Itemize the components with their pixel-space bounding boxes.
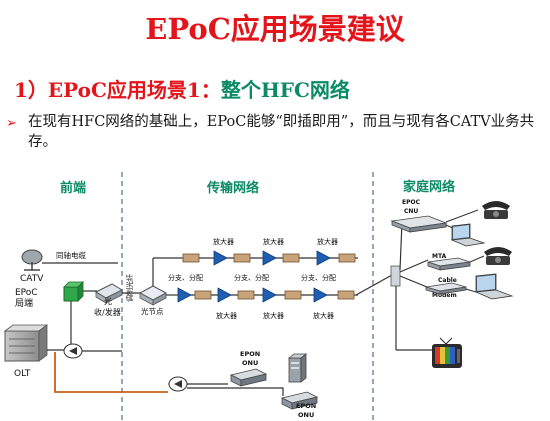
scenario-emphasis: 整个HFC网络: [220, 78, 350, 102]
telephone-icon-2: [484, 247, 512, 265]
tap-upper-2: [233, 253, 251, 263]
scenario-heading: 1）EPoC应用场景1：整个HFC网络: [14, 74, 350, 103]
tap-lower-1: [194, 290, 212, 300]
server-tower-icon: [287, 353, 308, 383]
label-catv: CATV: [20, 274, 44, 284]
label-epoc-cnu-1: EPOC: [402, 199, 421, 206]
epon-fiber-path: [54, 352, 168, 393]
label-amplifier-l2: 放大器: [263, 311, 284, 320]
optical-node-device: [138, 285, 168, 306]
label-amplifier-l3: 放大器: [313, 311, 334, 320]
tap-upper-4: [338, 253, 356, 263]
satellite-dish-icon: [21, 249, 43, 271]
label-amplifier-u2: 放大器: [263, 237, 284, 246]
laptop-icon-1: [450, 223, 486, 247]
amplifier-upper-2: [262, 250, 277, 266]
amplifier-lower-2: [217, 287, 232, 303]
label-split-3: 分支、分配: [301, 273, 336, 282]
page-title: EPoC应用场景建议: [145, 12, 405, 46]
cable-modem-device: [425, 282, 467, 295]
label-transceiver-2: 收/发器: [94, 307, 121, 317]
mta-device: [427, 257, 471, 271]
transceiver-device: [94, 283, 124, 304]
amplifier-upper-1: [213, 250, 228, 266]
section-transmission: 传输网络: [206, 180, 259, 196]
optical-splitter-icon-1: [63, 343, 83, 359]
tap-upper-3: [282, 253, 300, 263]
television-icon: [432, 337, 462, 368]
label-epoc-cnu-2: CNU: [404, 208, 418, 215]
label-cable-modem-2: Modem: [432, 292, 457, 299]
amplifier-upper-3: [316, 250, 331, 266]
label-epoc-headend-1: EPoC: [15, 288, 38, 298]
laptop-icon-2: [474, 273, 514, 300]
label-epon-onu-1b: ONU: [242, 359, 258, 367]
label-epon-onu-1a: EPON: [240, 350, 260, 358]
epon-onu-device-1: [229, 368, 268, 387]
label-amplifier-u3: 放大器: [317, 237, 338, 246]
epon-onu-device-2: [280, 391, 319, 410]
label-cable-modem-1: Cable: [438, 277, 457, 284]
amplifier-lower-1: [177, 287, 192, 303]
olt-cabinet: [3, 324, 49, 362]
section-home: 家庭网络: [403, 179, 455, 195]
label-optical-node: 光节点: [141, 306, 164, 316]
label-modulated-fiber: 调制光纤: [125, 274, 134, 302]
amplifier-lower-3: [262, 287, 277, 303]
section-frontend: 前端: [60, 180, 86, 196]
bullet-arrow-icon: ➢: [6, 116, 17, 131]
tap-lower-4: [337, 290, 355, 300]
scenario-prefix: EPoC应用场景1：: [47, 78, 221, 102]
label-epon-onu-2b: ONU: [298, 411, 314, 419]
label-amplifier-u1: 放大器: [213, 237, 234, 246]
optical-splitter-icon-2: [168, 376, 188, 392]
label-coax-cable: 同轴电缆: [56, 250, 86, 260]
scenario-number: 1）: [14, 78, 48, 102]
amplifier-lower-4: [313, 287, 328, 303]
bullet-text: 在现有HFC网络的基础上，EPoC能够“即插即用”，而且与现有各CATV业务共存…: [28, 114, 535, 150]
epoc-cnu-device: [390, 215, 448, 233]
home-splitter-device: [390, 265, 401, 287]
label-split-2: 分支、分配: [234, 273, 269, 282]
label-amplifier-l1: 放大器: [216, 311, 237, 320]
label-olt: OLT: [14, 369, 31, 379]
drop-cable-line: [355, 274, 393, 296]
telephone-icon-1: [482, 201, 510, 219]
epoc-headend-box: [63, 281, 84, 302]
label-epoc-headend-2: 局端: [15, 297, 33, 309]
label-transceiver-1: 光: [104, 296, 112, 306]
tap-lower-3: [284, 290, 302, 300]
splitter-to-onu2-line: [187, 387, 284, 396]
tap-lower-2: [237, 290, 255, 300]
label-split-1: 分支、分配: [168, 273, 203, 282]
label-epon-onu-2a: EPON: [296, 402, 316, 410]
label-mta: MTA: [432, 253, 447, 260]
tap-upper-1: [182, 253, 200, 263]
